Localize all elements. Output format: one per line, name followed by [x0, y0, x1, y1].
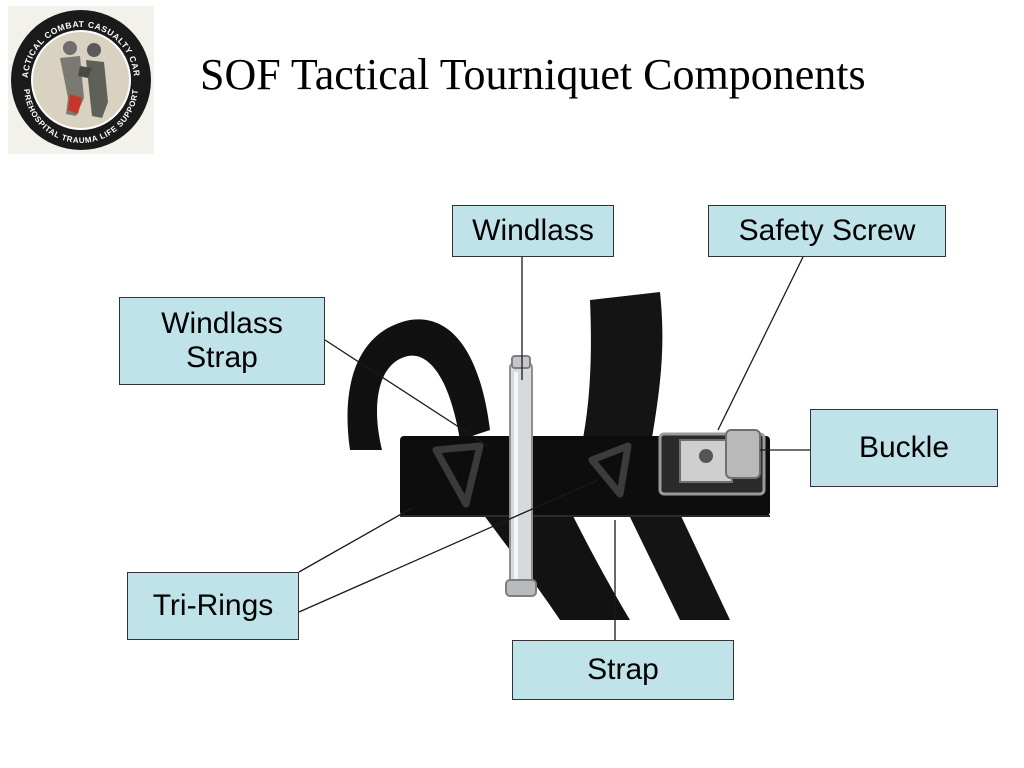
soldier-figures-icon — [60, 41, 108, 118]
label-windlass-strap-line1: Windlass — [161, 307, 283, 340]
label-buckle-text: Buckle — [858, 431, 950, 464]
main-strap-loop — [576, 292, 730, 620]
label-buckle: Buckle — [810, 409, 998, 487]
label-safety-screw: Safety Screw — [708, 205, 946, 257]
center-tri-ring — [588, 442, 632, 498]
label-strap-text: Strap — [587, 653, 659, 686]
windlass-rod-icon — [505, 355, 537, 597]
buckle-icon — [658, 429, 766, 496]
label-safety-screw-text: Safety Screw — [738, 214, 916, 247]
left-tri-ring — [432, 442, 484, 508]
label-tri-rings-text: Tri-Rings — [152, 589, 274, 622]
label-windlass-text: Windlass — [472, 214, 594, 247]
label-strap: Strap — [512, 640, 734, 700]
label-windlass-strap: Windlass Strap — [119, 297, 325, 385]
label-tri-rings: Tri-Rings — [127, 572, 299, 640]
label-windlass-strap-line2: Strap — [186, 341, 258, 374]
tccc-logo-icon: TACTICAL COMBAT CASUALTY CARE PREHOSPITA… — [8, 6, 154, 154]
slide-title: SOF Tactical Tourniquet Components — [200, 50, 866, 99]
label-windlass: Windlass — [452, 205, 614, 257]
tourniquet-photo — [330, 290, 790, 620]
